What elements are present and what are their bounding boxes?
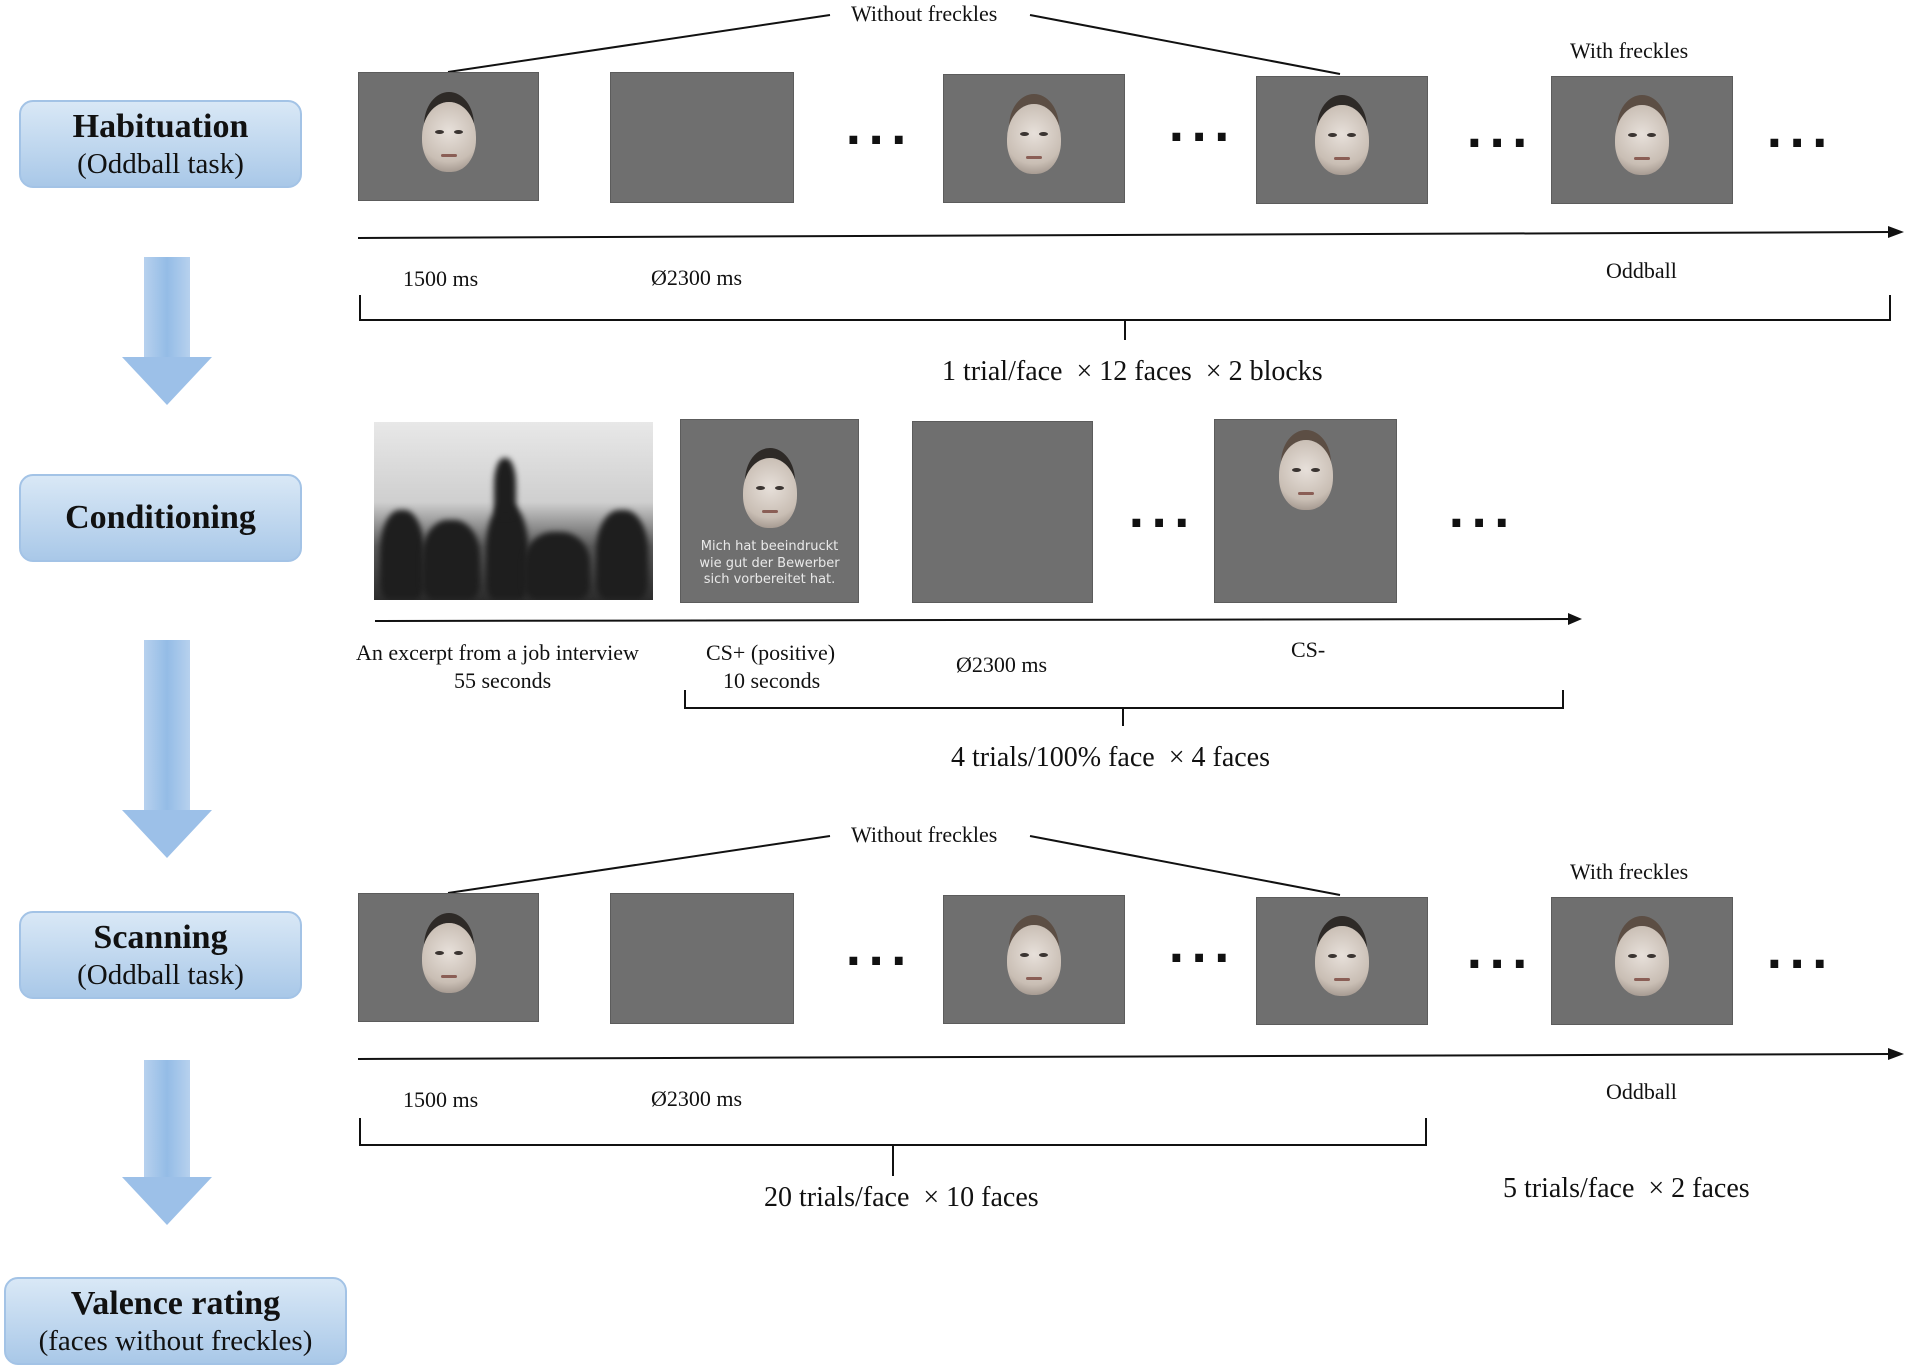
ellipsis: ... xyxy=(1766,107,1835,158)
ellipsis: ... xyxy=(1168,922,1237,973)
ellipsis: ... xyxy=(845,104,914,155)
stimulus-face xyxy=(358,72,539,201)
phase-valence-rating: Valence rating (faces without freckles) xyxy=(4,1277,347,1365)
scanning-summary-oddball: 5 trials/face × 2 faces xyxy=(1503,1173,1750,1204)
label-video-description: An excerpt from a job interview xyxy=(356,640,639,665)
down-arrow-icon xyxy=(122,257,212,405)
stimulus-face-oddball xyxy=(1551,897,1733,1025)
timeline-line xyxy=(357,1053,1893,1060)
label-blank-duration: Ø2300 ms xyxy=(956,652,1048,677)
down-arrow-icon xyxy=(122,640,212,858)
label-oddball: Oddball xyxy=(1606,1079,1677,1104)
job-interview-video xyxy=(374,422,653,600)
stimulus-cs-plus: Mich hat beeindruckt wie gut der Bewerbe… xyxy=(680,419,859,603)
bracket xyxy=(684,690,1564,726)
phase-title: Valence rating xyxy=(70,1284,281,1322)
phase-subtitle: (faces without freckles) xyxy=(38,1324,313,1357)
connector-line xyxy=(1029,835,1341,896)
stimulus-face xyxy=(943,74,1125,203)
label-video-duration: 55 seconds xyxy=(454,668,552,693)
connector-line xyxy=(1029,14,1341,75)
habituation-summary: 1 trial/face × 12 faces × 2 blocks xyxy=(942,356,1323,387)
scanning-summary-regular: 20 trials/face × 10 faces xyxy=(764,1182,1039,1213)
phase-title: Conditioning xyxy=(65,498,256,536)
connector-line xyxy=(447,835,831,894)
connector-line xyxy=(447,14,831,73)
ellipsis: ... xyxy=(845,925,914,976)
label-without-freckles: Without freckles xyxy=(851,1,998,26)
phase-subtitle: (Oddball task) xyxy=(77,958,244,991)
phase-conditioning: Conditioning xyxy=(19,474,302,562)
stimulus-face xyxy=(943,895,1125,1024)
ellipsis: ... xyxy=(1766,928,1835,979)
ellipsis: ... xyxy=(1448,487,1517,538)
label-blank-duration: Ø2300 ms xyxy=(651,265,743,290)
phase-title: Habituation xyxy=(72,107,249,145)
stimulus-face xyxy=(1256,897,1428,1025)
timeline-arrowhead xyxy=(1888,226,1904,238)
feedback-overlay-text: Mich hat beeindruckt wie gut der Bewerbe… xyxy=(699,539,840,587)
stimulus-cs-minus xyxy=(1214,419,1397,603)
stimulus-blank xyxy=(912,421,1093,603)
ellipsis: ... xyxy=(1168,101,1237,152)
conditioning-summary: 4 trials/100% face × 4 faces xyxy=(951,742,1270,773)
timeline-arrowhead xyxy=(1888,1048,1904,1060)
ellipsis: ... xyxy=(1128,487,1197,538)
bracket xyxy=(359,1118,1427,1176)
phase-title: Scanning xyxy=(93,918,228,956)
stimulus-face xyxy=(358,893,539,1022)
down-arrow-icon xyxy=(122,1060,212,1225)
timeline-line xyxy=(374,618,1573,622)
phase-habituation: Habituation (Oddball task) xyxy=(19,100,302,188)
phase-scanning: Scanning (Oddball task) xyxy=(19,911,302,999)
timeline-line xyxy=(357,231,1893,239)
label-oddball: Oddball xyxy=(1606,258,1677,283)
label-face-duration: 1500 ms xyxy=(403,1087,479,1112)
label-cs-plus: CS+ (positive) xyxy=(706,640,836,665)
stimulus-blank xyxy=(610,893,794,1024)
phase-subtitle: (Oddball task) xyxy=(77,147,244,180)
bracket xyxy=(359,295,1891,340)
label-without-freckles: Without freckles xyxy=(851,822,998,847)
stimulus-face-oddball xyxy=(1551,76,1733,204)
label-cs-minus: CS- xyxy=(1291,637,1326,662)
label-with-freckles: With freckles xyxy=(1570,38,1689,63)
ellipsis: ... xyxy=(1466,928,1535,979)
stimulus-face xyxy=(1256,76,1428,204)
ellipsis: ... xyxy=(1466,107,1535,158)
stimulus-blank xyxy=(610,72,794,203)
timeline-arrowhead xyxy=(1568,613,1582,625)
label-cs-plus-duration: 10 seconds xyxy=(723,668,821,693)
label-face-duration: 1500 ms xyxy=(403,266,479,291)
label-blank-duration: Ø2300 ms xyxy=(651,1086,743,1111)
label-with-freckles: With freckles xyxy=(1570,859,1689,884)
